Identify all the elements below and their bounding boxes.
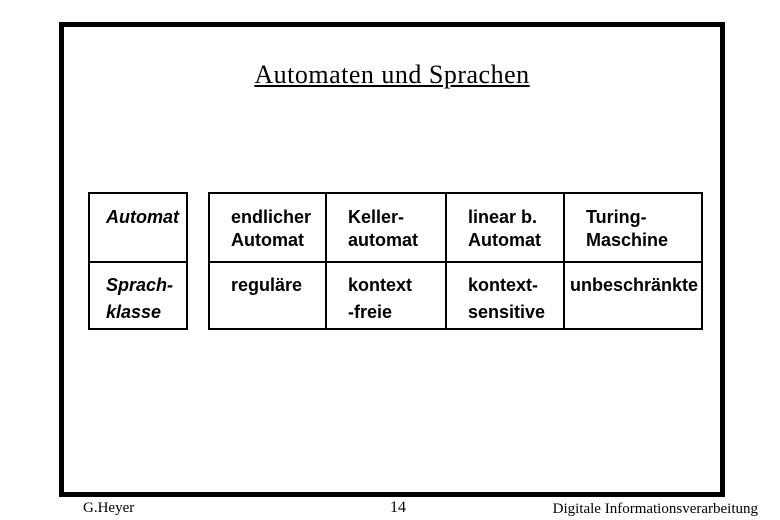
slide-title: Automaten und Sprachen <box>254 60 530 89</box>
cell-turing-maschine: Turing- Maschine <box>565 194 701 263</box>
cell-kontextsensitive: kontext- sensitive <box>447 263 565 328</box>
cell-kontextfreie: kontext -freie <box>327 263 447 328</box>
cell-sprachklasse-label: Sprach- klasse <box>106 275 174 322</box>
cell-linear-b-automat: linear b. Automat <box>447 194 565 263</box>
cell-automat-label: Automat <box>90 194 186 263</box>
cell-regulaere: reguläre <box>210 263 327 328</box>
cell-endlicher-automat: endlicher Automat <box>210 194 327 263</box>
cell-unbeschraenkte: unbeschränkte <box>570 275 699 295</box>
footer-course-title: Digitale Informationsverarbeitung <box>552 501 758 517</box>
footer-author: G.Heyer <box>83 500 135 516</box>
table-header-column: Automat Sprach- klasse <box>88 192 188 330</box>
automata-table: endlicher Automat Keller- automat linear… <box>208 192 703 330</box>
cell-kellerautomat: Keller- automat <box>327 194 447 263</box>
footer-page-number: 14 <box>390 499 406 516</box>
